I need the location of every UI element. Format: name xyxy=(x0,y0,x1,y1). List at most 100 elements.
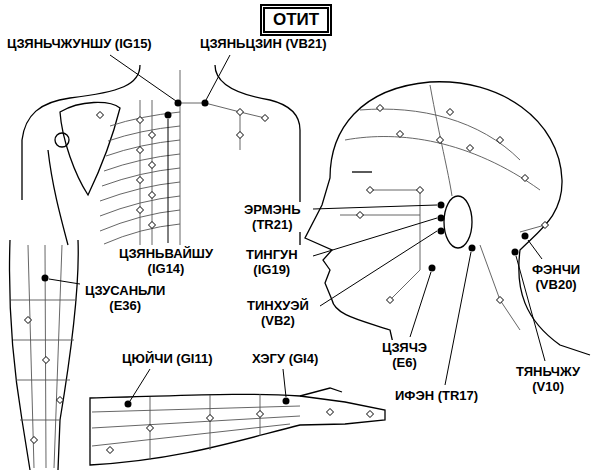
point-marker xyxy=(149,162,156,169)
point-marker xyxy=(327,409,334,416)
point-marker xyxy=(149,192,156,199)
acupoint xyxy=(469,245,476,252)
acupoint xyxy=(283,398,290,405)
point-marker xyxy=(237,109,244,116)
point-marker xyxy=(237,132,244,139)
point-marker xyxy=(367,187,374,194)
point-marker xyxy=(137,117,144,124)
leader-line xyxy=(320,231,437,306)
point-marker xyxy=(107,447,114,454)
point-markers xyxy=(357,105,549,304)
rib-lines xyxy=(100,70,265,245)
meridian-line xyxy=(480,245,520,330)
leader-line xyxy=(49,279,80,284)
leader-line xyxy=(168,119,169,243)
point-label: ЦЗЯЧЭ (E6) xyxy=(380,340,429,370)
point-label: ЦЗУСАНЬЛИ (E36) xyxy=(83,283,167,313)
leader-line xyxy=(528,240,542,259)
point-marker xyxy=(149,222,156,229)
point-label: ЦЗЯНЬВАЙШУ (IG14) xyxy=(117,246,215,276)
point-marker xyxy=(467,145,474,152)
leader-line xyxy=(445,252,471,385)
acupoint xyxy=(125,401,132,408)
rib xyxy=(106,140,180,156)
thumb xyxy=(300,388,342,396)
leg-figure xyxy=(10,240,79,470)
grid-line xyxy=(11,300,77,301)
grid-line xyxy=(20,420,60,421)
leader-line xyxy=(130,369,150,401)
acupoint xyxy=(522,233,529,240)
meridian-line xyxy=(92,406,300,412)
leader-line xyxy=(206,55,230,100)
point-marker xyxy=(262,115,269,122)
head-outline xyxy=(305,82,590,355)
leader-lines xyxy=(49,55,545,401)
leader-line xyxy=(313,218,437,256)
meridian-line xyxy=(54,245,62,468)
point-marker xyxy=(497,297,504,304)
point-label: ЦЗЯНЬЧЖУНШУ (IG15) xyxy=(5,36,154,51)
point-marker xyxy=(57,397,64,404)
point-label: ХЭГУ (GI4) xyxy=(250,351,320,366)
point-marker xyxy=(31,437,38,444)
acupoint xyxy=(429,265,436,272)
point-marker xyxy=(397,131,404,138)
acupoint xyxy=(202,100,209,107)
point-marker xyxy=(137,147,144,154)
point-markers xyxy=(107,409,374,454)
point-marker xyxy=(497,137,504,144)
point-marker xyxy=(437,137,444,144)
leader-line xyxy=(283,369,286,397)
acupoints xyxy=(42,100,529,408)
point-marker xyxy=(387,297,394,304)
acupoint xyxy=(175,100,182,107)
point-label: ЭРМЭНЬ (TR21) xyxy=(242,202,303,232)
point-label: ТИНХУЭЙ (VB2) xyxy=(245,298,311,328)
meridian-line xyxy=(345,137,540,190)
head-figure xyxy=(305,82,590,355)
point-marker xyxy=(367,411,374,418)
arm-grid xyxy=(92,394,300,460)
meridian-line xyxy=(178,103,265,118)
leader-line xyxy=(410,272,431,337)
point-marker xyxy=(149,132,156,139)
point-marker xyxy=(447,109,454,116)
arm-outline xyxy=(90,394,385,465)
meridian-line xyxy=(430,85,452,196)
point-label: ЦЮЙЧИ (GI11) xyxy=(120,351,214,366)
acupoint xyxy=(438,202,445,209)
point-markers xyxy=(25,317,64,444)
point-label: ИФЭН (TR17) xyxy=(393,388,480,403)
spine-line xyxy=(180,70,181,245)
rib xyxy=(104,224,180,244)
point-marker xyxy=(357,212,364,219)
body-outline xyxy=(48,150,68,245)
point-label: ФЭНЧИ (VB20) xyxy=(530,262,582,292)
leg-outline xyxy=(10,240,31,470)
eye xyxy=(352,171,372,172)
point-marker xyxy=(207,415,214,422)
point-marker xyxy=(25,317,32,324)
grid-line xyxy=(210,395,211,450)
grid-line xyxy=(16,380,70,381)
leader-line xyxy=(110,55,176,101)
rib xyxy=(104,154,180,171)
acupoint xyxy=(165,112,172,119)
grid-line xyxy=(13,340,74,341)
point-label: ЦЗЯНЬЦЗИН (VB21) xyxy=(198,36,329,51)
point-marker xyxy=(522,175,529,182)
body-outline xyxy=(22,65,140,200)
ear xyxy=(444,196,472,248)
point-marker xyxy=(147,425,154,432)
leg-grid xyxy=(11,245,77,468)
acupoint xyxy=(438,228,445,235)
point-marker xyxy=(377,105,384,112)
arm-figure xyxy=(90,388,385,465)
point-marker xyxy=(43,357,50,364)
point-marker xyxy=(257,411,264,418)
rib xyxy=(110,112,180,126)
rib xyxy=(108,126,180,141)
